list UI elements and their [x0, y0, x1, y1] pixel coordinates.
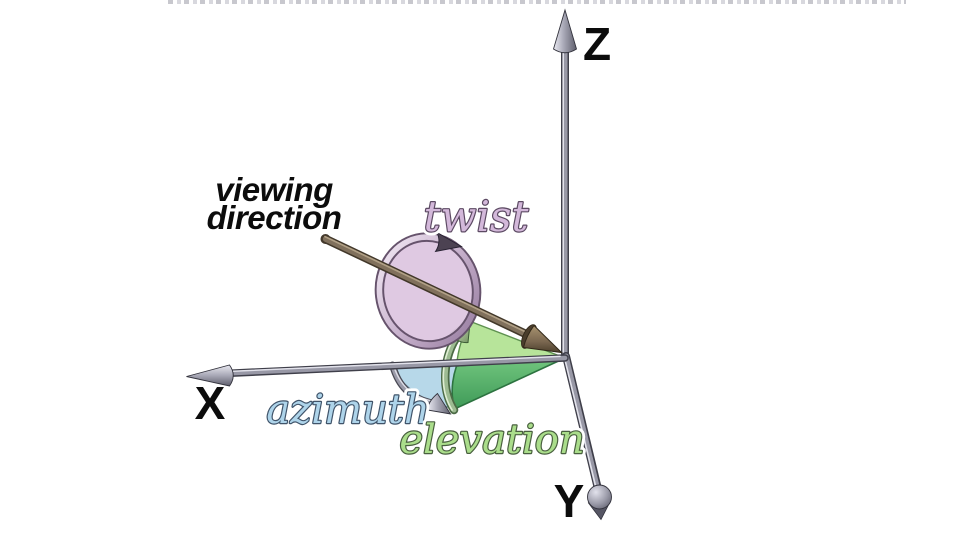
x-axis-rod-highlight: [232, 355, 561, 372]
twist-ring: [374, 232, 482, 350]
viewing-rod-highlight: [324, 235, 529, 334]
viewing-arrowhead-icon: [522, 324, 563, 354]
azimuth-label: azimuth: [266, 387, 429, 433]
twist-label: twist: [424, 192, 529, 241]
y-axis-rod-body: [563, 353, 600, 491]
x-axis-label: X: [195, 377, 226, 429]
y-axis-label: Y: [554, 475, 585, 527]
elevation-label-halo: elevation: [399, 417, 584, 463]
twist-arrowhead-icon: [434, 231, 463, 253]
x-axis-rod-body: [227, 355, 568, 376]
x-axis: [186, 354, 569, 387]
z-axis-label: Z: [583, 18, 611, 70]
twist-ring-band: [376, 234, 480, 348]
z-axis-arrowhead-icon: [552, 8, 578, 54]
viewing-rod-body: [322, 236, 532, 339]
viewing-direction-arrow: [320, 233, 563, 354]
twist-label-halo: twist: [424, 192, 529, 241]
azimuth-label-halo: azimuth: [266, 387, 429, 433]
cropped-text-artifact: [168, 0, 906, 4]
azimuth-arrowhead-icon: [427, 392, 452, 415]
elevation-label: elevation: [399, 417, 584, 463]
z-axis: [552, 8, 578, 361]
x-axis-arrowhead-icon: [186, 364, 234, 387]
viewing-direction-label-line1: viewing: [215, 171, 333, 208]
viewing-direction-label-line2: direction: [207, 199, 342, 236]
azimuth-arc-arrow: [389, 361, 452, 415]
y-axis: [562, 352, 612, 521]
y-axis-arrowhead-icon: [587, 484, 612, 510]
y-axis-rod-highlight: [563, 356, 597, 488]
